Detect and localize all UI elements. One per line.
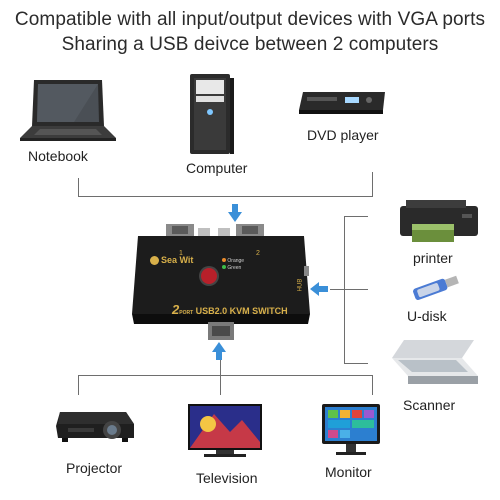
usb-bracket-middle [330, 289, 368, 290]
scanner-image [392, 340, 478, 384]
output-line-right [372, 375, 373, 395]
switch-brand: Sea Wit [150, 255, 193, 266]
notebook-image [20, 80, 116, 141]
usb-bracket-vertical [344, 216, 345, 364]
switch-port-count: 2 [172, 302, 180, 317]
switch-model-text: 2PORT USB2.0 KVM SWITCH [172, 302, 288, 317]
usb-bracket-top [344, 216, 368, 217]
monitor-label: Monitor [325, 464, 372, 480]
television-label: Television [196, 470, 258, 486]
led-orange-label: Orange [222, 258, 244, 264]
arrow-up-icon [212, 342, 226, 360]
usb-drive-image [413, 275, 459, 300]
computer-image [190, 74, 234, 154]
switch-port1-label: 1 [179, 250, 183, 257]
monitor-image [322, 404, 380, 455]
dvd-player-image [299, 92, 385, 114]
switch-model-name: USB2.0 KVM SWITCH [195, 306, 288, 316]
led-orange-icon [222, 258, 226, 262]
television-image [188, 404, 262, 457]
headline-line-2: Sharing a USB deivce between 2 computers [61, 34, 439, 55]
usb-drive-label: U-disk [407, 308, 447, 324]
output-line-center [220, 360, 221, 395]
output-line-horizontal [78, 375, 373, 376]
input-line-right [372, 172, 373, 196]
usb-bracket-bottom [344, 363, 368, 364]
kvm-switch-image [132, 224, 310, 340]
scanner-label: Scanner [403, 397, 456, 413]
input-line-horizontal [78, 196, 373, 197]
led-green-label: Green [222, 265, 241, 271]
computer-label: Computer [186, 160, 248, 176]
projector-label: Projector [66, 460, 123, 476]
headline-line-1: Compatible with all input/output devices… [14, 9, 486, 30]
switch-port2-label: 2 [256, 250, 260, 257]
switch-hub-label: HUB [297, 278, 304, 292]
switch-port-word: PORT [179, 310, 194, 316]
printer-label: printer [413, 250, 453, 266]
arrow-left-icon [310, 282, 328, 296]
projector-image [56, 412, 134, 442]
arrow-down-icon [228, 204, 242, 222]
printer-image [400, 200, 478, 242]
led-green-icon [222, 265, 226, 269]
notebook-label: Notebook [28, 148, 88, 164]
output-line-left [78, 375, 79, 395]
input-line-left [78, 178, 79, 196]
brand-logo-icon [150, 256, 159, 266]
dvd-player-label: DVD player [307, 127, 379, 143]
switch-select-button[interactable] [201, 268, 217, 284]
